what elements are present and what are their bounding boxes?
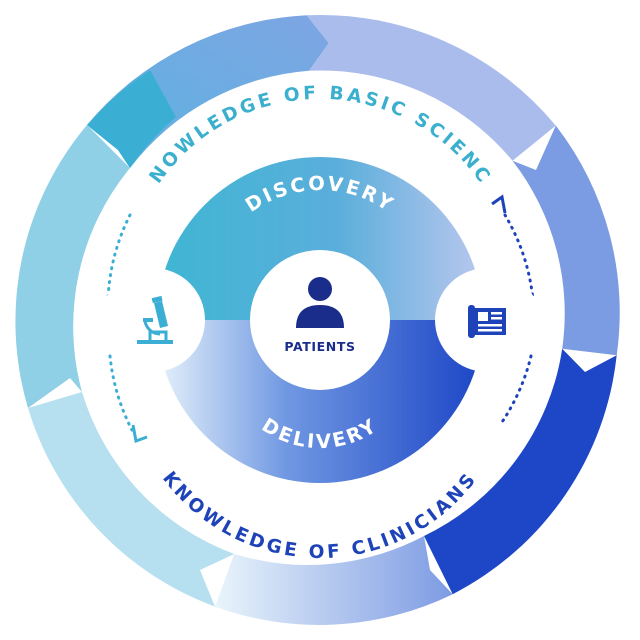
- discovery-half: [157, 157, 483, 320]
- dotted-arc-left-lower: [108, 354, 134, 432]
- dotted-arc-right-lower: [498, 354, 533, 427]
- ring-segment-bottom-left: [28, 392, 235, 607]
- person-icon: [296, 277, 344, 328]
- dotted-arc-right: [503, 213, 535, 302]
- ring-accent-teal: [87, 70, 176, 168]
- ring-segment-left: [15, 125, 130, 408]
- dotted-arcs: [106, 194, 535, 444]
- ring-segment-bottom: [215, 536, 453, 625]
- delivery-half: [157, 320, 483, 483]
- chevron-right-icon: [491, 194, 507, 214]
- ring-segment-bottom-right: [424, 348, 617, 595]
- dotted-arc-left: [106, 213, 132, 302]
- chevron-left-icon: [131, 424, 148, 444]
- ring-segment-right: [512, 125, 620, 356]
- outer-ring: [15, 14, 620, 625]
- ring-segment-top: [306, 14, 556, 161]
- document-icon: [468, 305, 506, 338]
- microscope-icon: [137, 295, 173, 344]
- inner-disc: [101, 157, 539, 483]
- label-patients: PATIENTS: [284, 339, 355, 354]
